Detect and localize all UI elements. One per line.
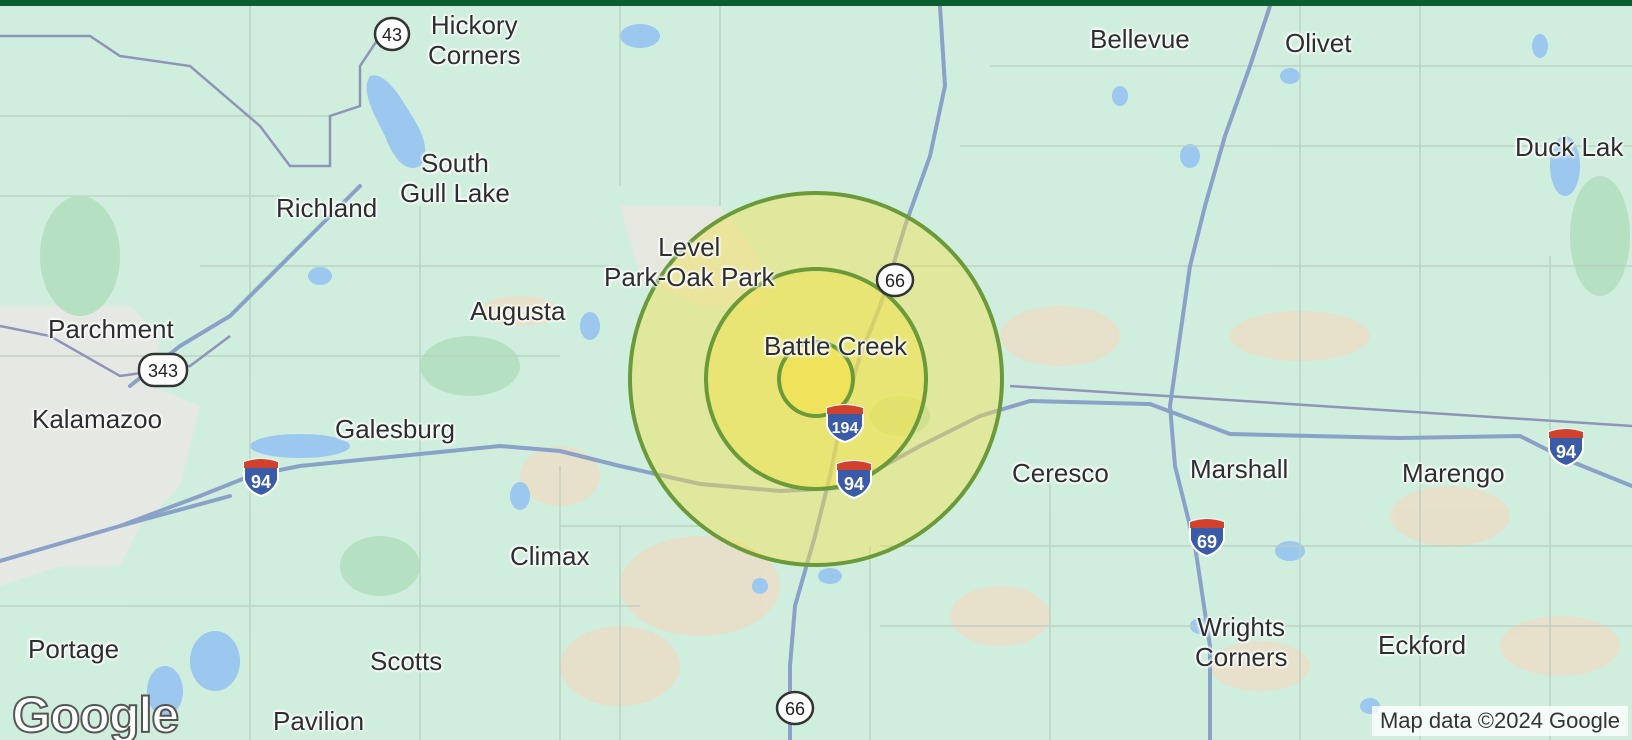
place-label-south-gull-lake: South Gull Lake bbox=[400, 148, 510, 208]
map-canvas[interactable]: Hickory Corners Bellevue Olivet Duck Lak… bbox=[0, 6, 1632, 740]
route-shield-m66-north-label: 66 bbox=[885, 271, 905, 291]
route-shield-i69: 69 bbox=[1187, 516, 1227, 563]
place-label-richland: Richland bbox=[276, 193, 378, 223]
route-shield-i94-east-label: 94 bbox=[1556, 442, 1576, 462]
place-label-augusta: Augusta bbox=[470, 296, 566, 326]
place-label-marengo: Marengo bbox=[1402, 458, 1505, 488]
urban-area-battle-creek bbox=[620, 206, 760, 306]
place-label-parchment: Parchment bbox=[48, 314, 174, 344]
route-shield-i94-east: 94 bbox=[1546, 426, 1586, 473]
route-shield-m43: 43 bbox=[373, 16, 411, 57]
place-label-level-park-oak-park: Level Park-Oak Park bbox=[604, 232, 775, 292]
place-label-portage: Portage bbox=[28, 634, 120, 664]
route-shield-i194: 194 bbox=[823, 402, 867, 449]
route-shield-m66-north: 66 bbox=[875, 262, 915, 303]
route-shield-us343: 343 bbox=[137, 352, 189, 393]
route-shield-i94-west-label: 94 bbox=[251, 472, 271, 492]
place-label-olivet: Olivet bbox=[1285, 28, 1352, 58]
place-label-galesburg: Galesburg bbox=[335, 414, 455, 444]
place-label-wrights-corners: Wrights Corners bbox=[1195, 612, 1288, 672]
place-label-kalamazoo: Kalamazoo bbox=[32, 404, 163, 434]
route-shield-m66-south: 66 bbox=[775, 690, 815, 731]
map-base bbox=[0, 6, 1632, 740]
route-shield-i94-center-label: 94 bbox=[844, 474, 864, 494]
lakes bbox=[147, 24, 1580, 716]
place-label-ceresco: Ceresco bbox=[1012, 458, 1109, 488]
google-logo[interactable]: Google bbox=[11, 687, 180, 740]
route-shield-us343-label: 343 bbox=[148, 361, 178, 381]
place-label-pavilion: Pavilion bbox=[273, 706, 365, 736]
minor-roads bbox=[0, 6, 1632, 740]
place-label-hickory-corners: Hickory Corners bbox=[428, 10, 521, 70]
map-attribution[interactable]: Map data ©2024 Google bbox=[1371, 706, 1628, 736]
route-shield-m66-south-label: 66 bbox=[785, 699, 805, 719]
route-shield-i94-west: 94 bbox=[241, 456, 281, 503]
place-label-scotts: Scotts bbox=[370, 646, 443, 676]
place-label-bellevue: Bellevue bbox=[1090, 24, 1190, 54]
place-label-duck-lake: Duck Lak bbox=[1515, 132, 1624, 162]
place-label-eckford: Eckford bbox=[1378, 630, 1467, 660]
route-shield-m43-label: 43 bbox=[382, 25, 402, 45]
radius-ring-inner bbox=[777, 340, 855, 418]
place-label-marshall: Marshall bbox=[1190, 454, 1289, 484]
route-shield-i69-label: 69 bbox=[1197, 532, 1217, 552]
place-label-battle-creek: Battle Creek bbox=[764, 331, 908, 361]
route-shield-i194-label: 194 bbox=[832, 420, 859, 437]
county-lines bbox=[0, 34, 1632, 428]
place-label-climax: Climax bbox=[510, 541, 590, 571]
route-shield-i94-center: 94 bbox=[834, 458, 874, 505]
